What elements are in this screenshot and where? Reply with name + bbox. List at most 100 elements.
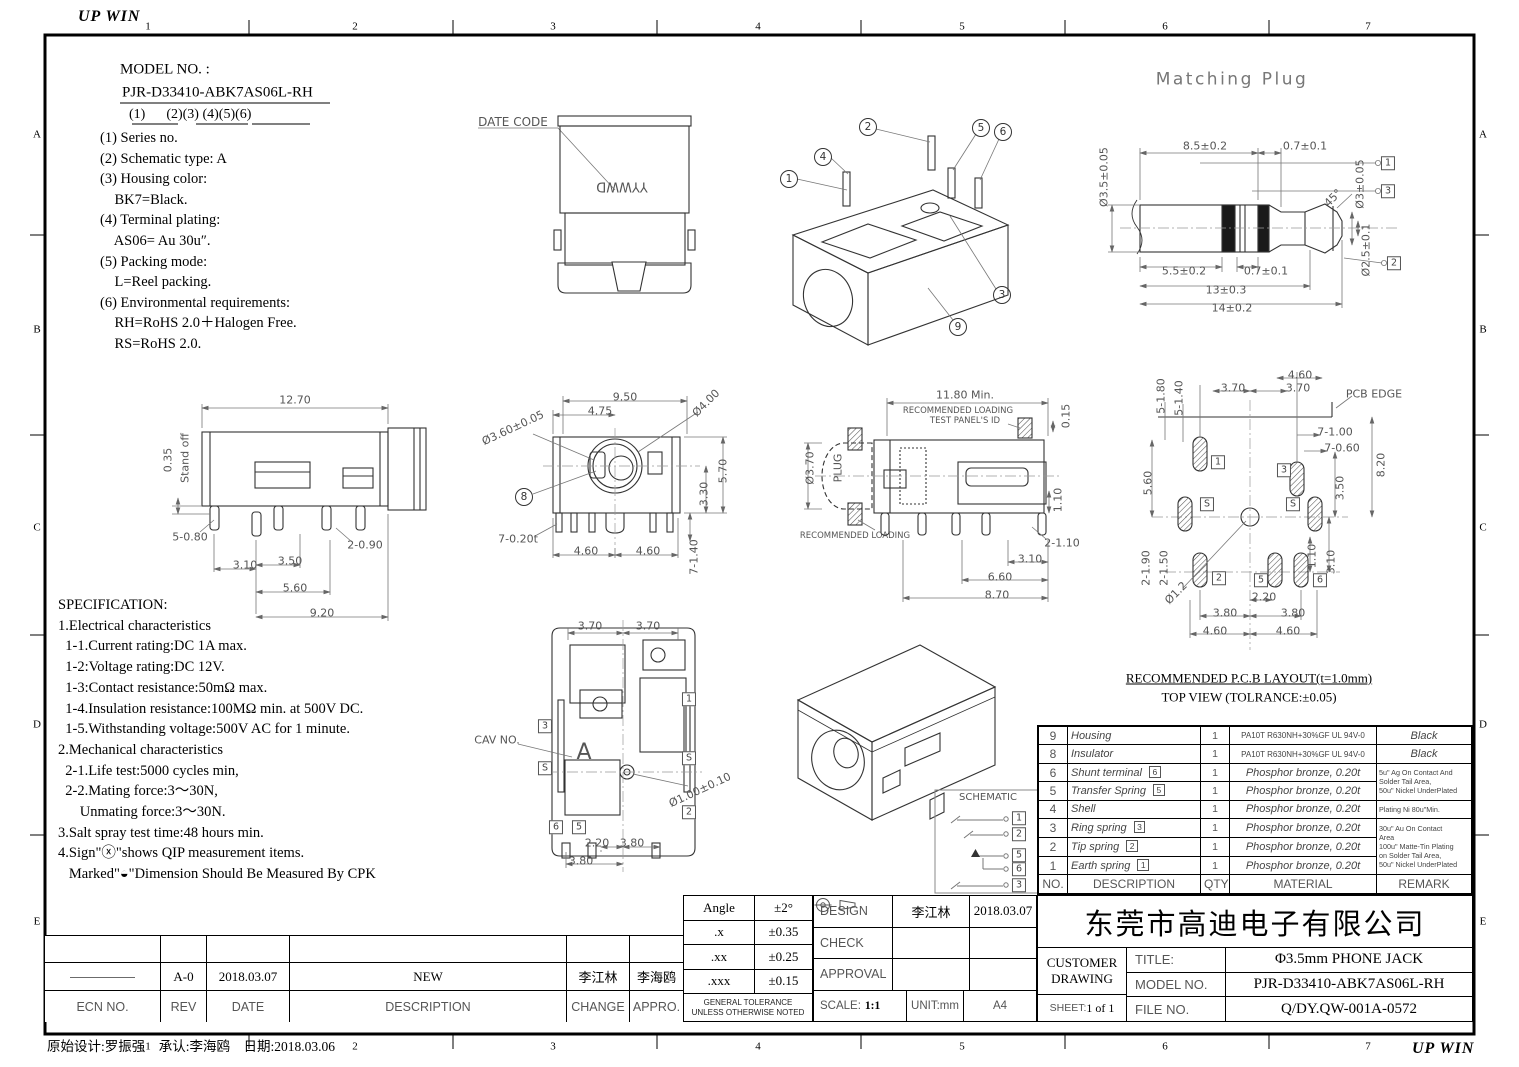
- part-desc: Housing: [1067, 725, 1201, 746]
- view-front: [532, 396, 727, 558]
- model-digits: (1) (2)(3) (4)(5)(6): [122, 107, 252, 122]
- bottom-label-cav: CAV NO.: [474, 733, 520, 747]
- ecn-header-appro: APPRO.: [632, 999, 681, 1014]
- ruler-bottom-5: 5: [959, 1040, 965, 1053]
- ruler-top-2: 2: [352, 20, 358, 33]
- bottom-marker-5: 5: [571, 820, 587, 834]
- part-no: 3: [1038, 818, 1068, 838]
- part-material: Phosphor bronze, 0.20t: [1229, 818, 1377, 838]
- file-no-label: FILE NO.: [1127, 997, 1226, 1022]
- plug-dim-07bot: 0.7±0.1: [1243, 264, 1289, 278]
- part-no: 5: [1038, 781, 1068, 801]
- pcb-dim-460a: 4.60: [1202, 624, 1228, 638]
- bottom-dim-370a: 3.70: [577, 619, 603, 633]
- side-dim-1270: 12.70: [279, 393, 311, 407]
- pcb-dim-560: 5.60: [1141, 470, 1155, 496]
- part-marker: 2: [1126, 840, 1138, 853]
- part-qty: 1: [1200, 836, 1230, 857]
- ecn-header-change: CHANGE: [567, 991, 630, 1022]
- side-dim-560: 5.60: [282, 581, 308, 595]
- pcb-dim-370a: 3.70: [1220, 381, 1246, 395]
- scale-label: SCALE:: [820, 999, 861, 1012]
- view-side: [172, 404, 427, 621]
- schematic-pin-5: 5: [1011, 848, 1027, 862]
- bottom-dim-380b: 3.80: [568, 854, 594, 868]
- ruler-top-1: 1: [145, 20, 151, 33]
- ecn-header-no: ECN NO.: [45, 991, 161, 1022]
- pcb-dim-110: 1.10: [1305, 543, 1319, 569]
- unit-label: UNIT:mm: [907, 990, 964, 1021]
- sheet-frame: [30, 20, 1489, 1049]
- projection-symbol-icon: [814, 898, 856, 912]
- plug-dim-14: 14±0.2: [1211, 301, 1253, 315]
- pcb-marker-5: 5: [1253, 573, 1269, 587]
- pcb-label-edge: PCB EDGE: [1345, 387, 1403, 401]
- ruler-left-B: B: [33, 323, 41, 336]
- ecn-appro: 李海鸥: [636, 970, 676, 986]
- date-code-label: DATE CODE: [478, 115, 548, 129]
- pcb-dim-5-140: 5-1.40: [1172, 380, 1186, 416]
- model-no-value: PJR-D33410-ABK7AS06L-RH: [1253, 976, 1445, 992]
- part-no: 1: [1038, 855, 1068, 876]
- general-tolerance-note: GENERAL TOLERANCE UNLESS OTHERWISE NOTED: [691, 997, 805, 1017]
- pcb-dim-7-060: 7-0.60: [1324, 441, 1360, 455]
- model-number: PJR-D33410-ABK7AS06L-RH: [122, 84, 313, 101]
- part-remark: 30u" Au On Contact Area 100u" Matte-Tin …: [1376, 818, 1472, 876]
- part-material: Phosphor bronze, 0.20t: [1229, 762, 1377, 783]
- schematic-pin-1: 1: [1011, 811, 1027, 825]
- view-top-datecode: [478, 115, 696, 294]
- bottom-marker-3: 3: [537, 719, 553, 733]
- ecn-header-row: ECN NO. REV DATE DESCRIPTION CHANGE APPR…: [45, 991, 683, 1022]
- pcb-dim-2-190: 2-1.90: [1139, 550, 1153, 586]
- tol-key: .xx: [684, 945, 755, 969]
- part-desc: Shell: [1067, 799, 1201, 820]
- ecn-description: NEW: [290, 962, 567, 991]
- header-description: DESCRIPTION: [1067, 874, 1201, 894]
- sect-dim-dia370: Ø3.70: [803, 451, 817, 485]
- sect-dim-1180: 11.80 Min.: [935, 388, 995, 402]
- side-dim-310: 3.10: [232, 558, 258, 572]
- pcb-dim-460top: 4.60: [1287, 368, 1313, 382]
- pcb-dim-7-100: 7-1.00: [1317, 425, 1353, 439]
- plug-dim-13: 13±0.3: [1205, 283, 1247, 297]
- part-material: PA10T R630NH+30%GF UL 94V-0: [1229, 744, 1377, 764]
- balloon-8: 8: [515, 488, 533, 506]
- ruler-bottom-1: 1: [145, 1040, 151, 1053]
- part-material: PA10T R630NH+30%GF UL 94V-0: [1229, 725, 1377, 746]
- ruler-right-E: E: [1479, 915, 1487, 928]
- table-row: 4 Shell 1 Phosphor bronze, 0.20t Plating…: [1038, 799, 1472, 820]
- balloon-9: 9: [949, 318, 967, 336]
- plug-dim-dia3: Ø3±0.05: [1353, 159, 1367, 209]
- ruler-top-4: 4: [755, 20, 761, 33]
- plug-dim-07top: 0.7±0.1: [1282, 139, 1328, 153]
- parts-table: 9 Housing 1 PA10T R630NH+30%GF UL 94V-0 …: [1037, 725, 1473, 895]
- ecn-header-date: DATE: [207, 991, 290, 1022]
- pcb-marker-s-right: S: [1285, 497, 1301, 511]
- table-row: 9 Housing 1 PA10T R630NH+30%GF UL 94V-0 …: [1038, 725, 1472, 746]
- pcb-dim-380a: 3.80: [1212, 606, 1238, 620]
- company-name: 东莞市高迪电子有限公司: [1038, 896, 1472, 948]
- design-label: DESIGN: [814, 896, 893, 927]
- pcb-dim-460b: 4.60: [1275, 624, 1301, 638]
- ruler-bottom-4: 4: [755, 1040, 761, 1053]
- sect-dim-2-110: 2-1.10: [1044, 536, 1080, 550]
- parts-table-grid: 9 Housing 1 PA10T R630NH+30%GF UL 94V-0 …: [1038, 725, 1472, 894]
- part-no: 4: [1038, 799, 1068, 820]
- side-dim-2-090: 2-0.90: [347, 538, 383, 552]
- ecn-header-description: DESCRIPTION: [290, 991, 567, 1022]
- part-remark: 5u" Ag On Contact And Solder Tail Area, …: [1376, 762, 1472, 801]
- pcb-dim-350: 3.50: [1333, 475, 1347, 501]
- sect-note-panel: TEST PANEL'S ID: [929, 415, 1001, 426]
- view-bottom: [517, 620, 702, 872]
- tolerance-table: Angle±2° .x±0.35 .xx±0.25 .xxx±0.15 GENE…: [683, 895, 813, 1022]
- bottom-marker-s-left: S: [537, 761, 553, 775]
- title-value: Φ3.5mm PHONE JACK: [1274, 951, 1424, 968]
- bottom-marker-2: 2: [681, 805, 697, 819]
- origin-design-note: 原始设计:罗振强 承认:李海鸥 日期:2018.03.06: [47, 1039, 336, 1054]
- ruler-top-3: 3: [550, 20, 556, 33]
- brand-bottom-right: UP WIN: [1412, 1040, 1475, 1057]
